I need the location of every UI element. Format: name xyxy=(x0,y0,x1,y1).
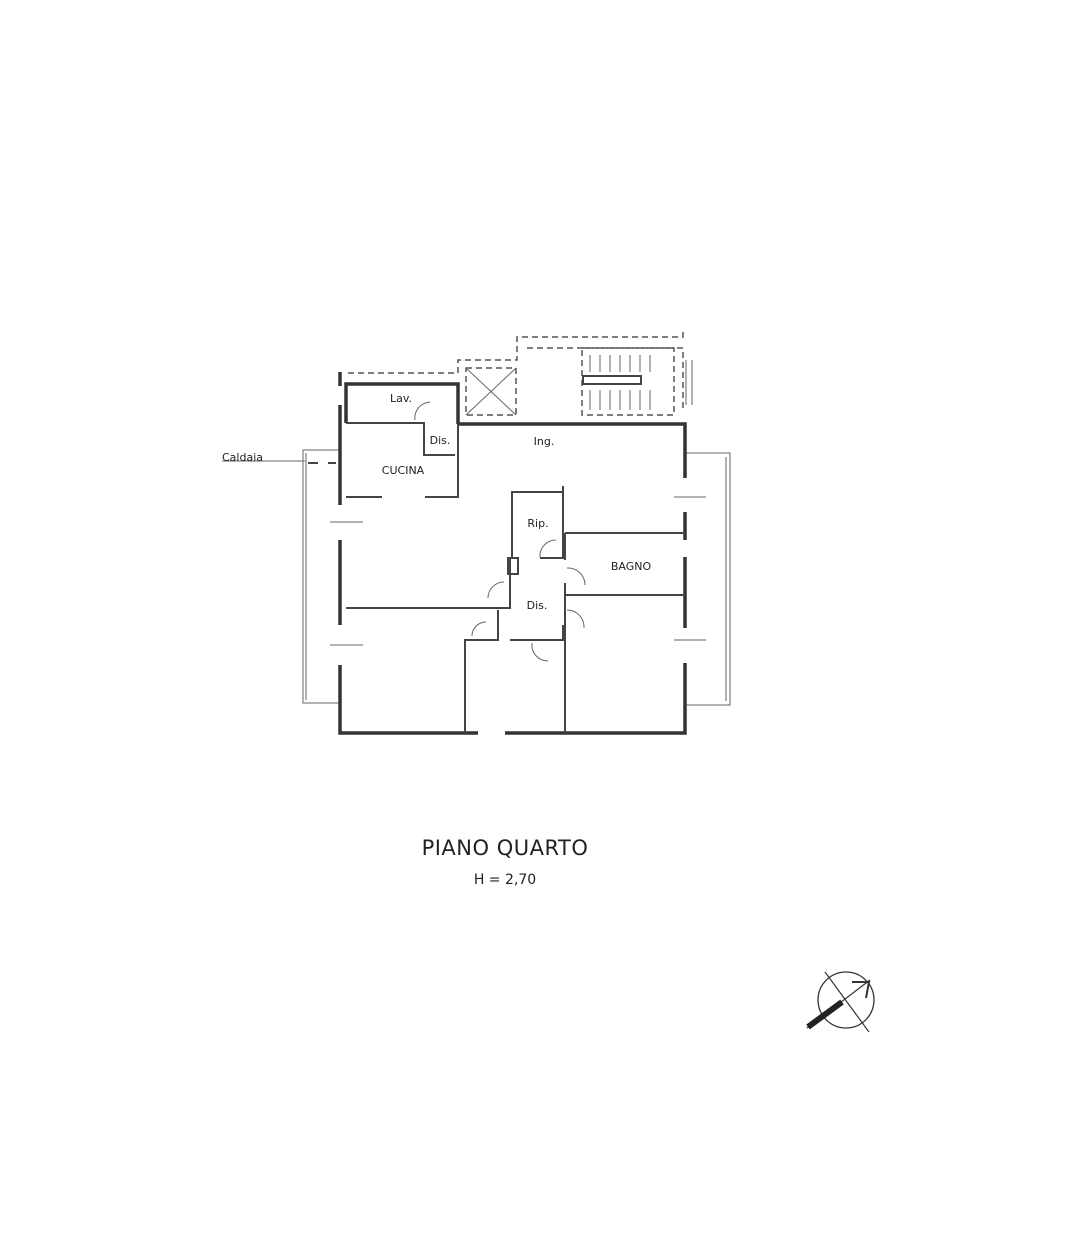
room-label-lav: Lav. xyxy=(390,392,412,405)
interior-walls xyxy=(346,422,685,733)
balconies xyxy=(302,449,731,706)
room-label-ingresso: Ing. xyxy=(534,435,555,448)
compass-north-arrow-icon xyxy=(806,971,875,1033)
room-label-cucina: CUCINA xyxy=(382,464,425,477)
room-label-disimpegno: Dis. xyxy=(527,599,548,612)
door-swings xyxy=(414,401,586,662)
room-label-bagno: BAGNO xyxy=(611,560,652,573)
outer-walls xyxy=(338,372,687,735)
caldaia-label: Caldaia xyxy=(222,451,263,464)
ceiling-height: H = 2,70 xyxy=(473,872,537,888)
stairwell-dashed xyxy=(348,330,693,416)
room-label-dis-small: Dis. xyxy=(430,434,451,447)
floor-title: PIANO QUARTO xyxy=(421,836,589,860)
room-label-ripostiglio: Rip. xyxy=(527,517,548,530)
